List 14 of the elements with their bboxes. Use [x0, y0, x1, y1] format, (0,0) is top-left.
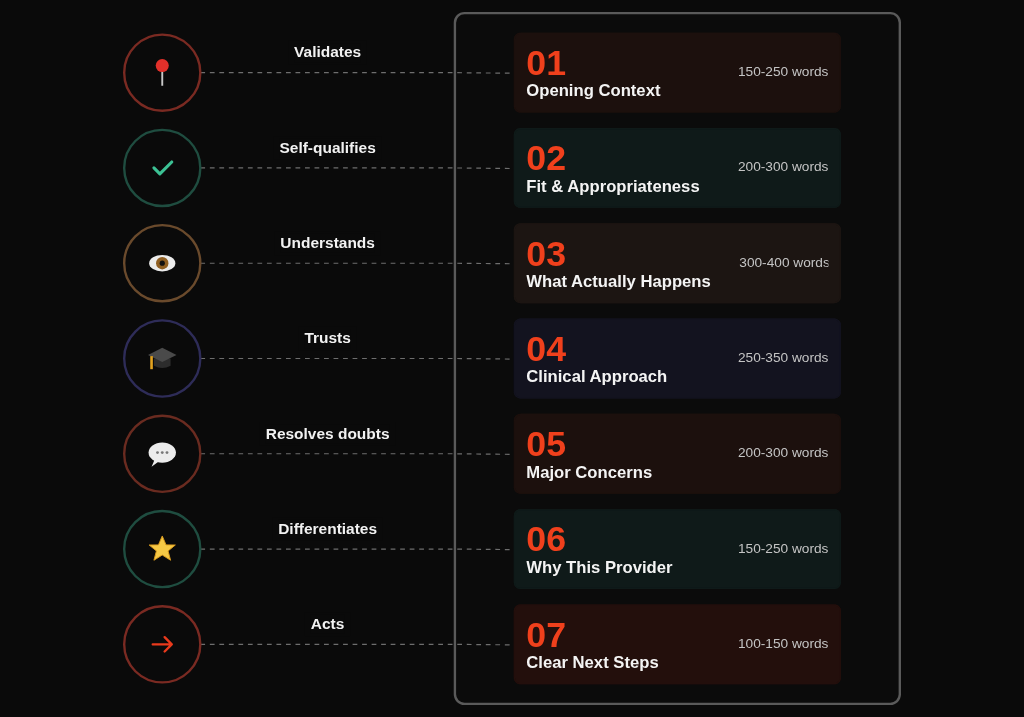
edge-label: Validates [294, 43, 362, 62]
edge-label: Differentiates [278, 519, 378, 538]
node-circle [123, 414, 202, 494]
edge-label: Trusts [304, 329, 351, 347]
edge-label: Acts [310, 614, 345, 633]
node-circle [123, 319, 202, 398]
node-circle [123, 33, 202, 112]
node-circle [123, 223, 202, 303]
node-circle [123, 128, 202, 208]
edge-label: Self-qualifies [279, 138, 376, 157]
edge-label: Resolves doubts [265, 424, 390, 443]
node-circle [123, 509, 202, 589]
node-circle [123, 605, 202, 684]
edge-label: Understands [280, 233, 375, 252]
